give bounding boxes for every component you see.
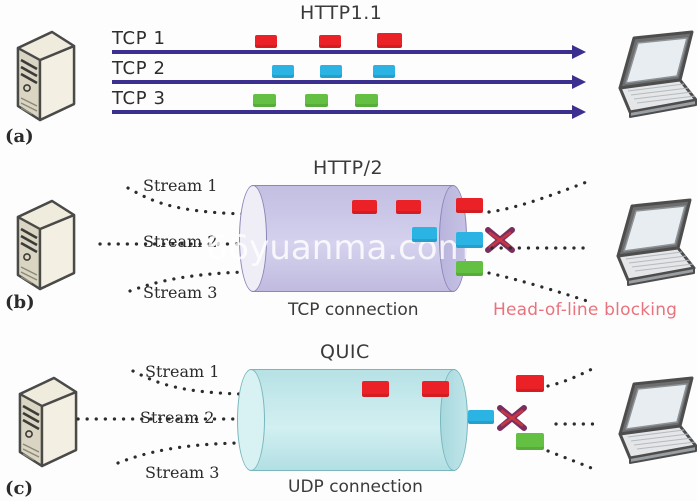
- exit-packet-red: [516, 375, 544, 392]
- packet-blue: [272, 65, 294, 78]
- packet-green: [305, 94, 328, 107]
- stream-2-label-c: Stream 2: [140, 408, 215, 427]
- panel-c-title: QUIC: [320, 341, 370, 363]
- server-icon: [8, 195, 80, 295]
- packet-red: [396, 200, 421, 214]
- packet-red: [362, 381, 389, 397]
- exit-packet-red: [456, 198, 483, 213]
- exit-packet-blue: [468, 410, 494, 424]
- head-of-line-blocking-label: Head-of-line blocking: [493, 300, 678, 320]
- packet-green: [355, 94, 378, 107]
- stream-2-label-b: Stream 2: [143, 232, 218, 251]
- tcp-2-line: [112, 80, 574, 84]
- tcp-3-arrowhead: [572, 105, 586, 119]
- tcp-connection-caption: TCP connection: [288, 300, 419, 320]
- exit-packet-blue: [456, 232, 483, 248]
- stream-3-label-c: Stream 3: [145, 463, 220, 482]
- exit-packet-green: [456, 261, 483, 276]
- tcp-2-label: TCP 2: [112, 58, 166, 79]
- packet-red: [422, 381, 449, 397]
- panel-a-title: HTTP1.1: [300, 2, 383, 24]
- exit-packet-green: [516, 433, 544, 450]
- tcp-2-arrowhead: [572, 75, 586, 89]
- packet-blue: [373, 65, 395, 78]
- tcp-3-line: [112, 110, 574, 114]
- packet-red: [319, 35, 341, 48]
- panel-c-letter: (c): [5, 478, 33, 499]
- laptop-icon: [598, 196, 697, 288]
- blocked-x-icon: [496, 404, 528, 437]
- stream-1-label-c: Stream 1: [145, 362, 220, 381]
- blocked-x-icon: [484, 226, 516, 259]
- stream-1-label-b: Stream 1: [143, 176, 218, 195]
- server-icon: [8, 26, 80, 126]
- panel-a-letter: (a): [5, 126, 34, 147]
- stream-3-label-b: Stream 3: [143, 283, 218, 302]
- tcp-1-label: TCP 1: [112, 28, 166, 49]
- panel-b-letter: (b): [5, 292, 35, 313]
- tcp-1-arrowhead: [572, 45, 586, 59]
- udp-connection-caption: UDP connection: [288, 477, 423, 497]
- packet-red: [255, 35, 277, 48]
- packet-blue: [320, 65, 342, 78]
- tcp-1-line: [112, 50, 574, 54]
- packet-blue: [412, 227, 437, 242]
- packet-red: [352, 200, 377, 214]
- packet-red: [377, 33, 402, 48]
- tcp-3-label: TCP 3: [112, 88, 166, 109]
- udp-connection-tube: [237, 369, 468, 471]
- laptop-icon: [600, 28, 697, 120]
- packet-green: [253, 94, 276, 107]
- panel-b-title: HTTP/2: [313, 157, 384, 179]
- server-icon: [10, 372, 82, 472]
- laptop-icon: [600, 374, 697, 466]
